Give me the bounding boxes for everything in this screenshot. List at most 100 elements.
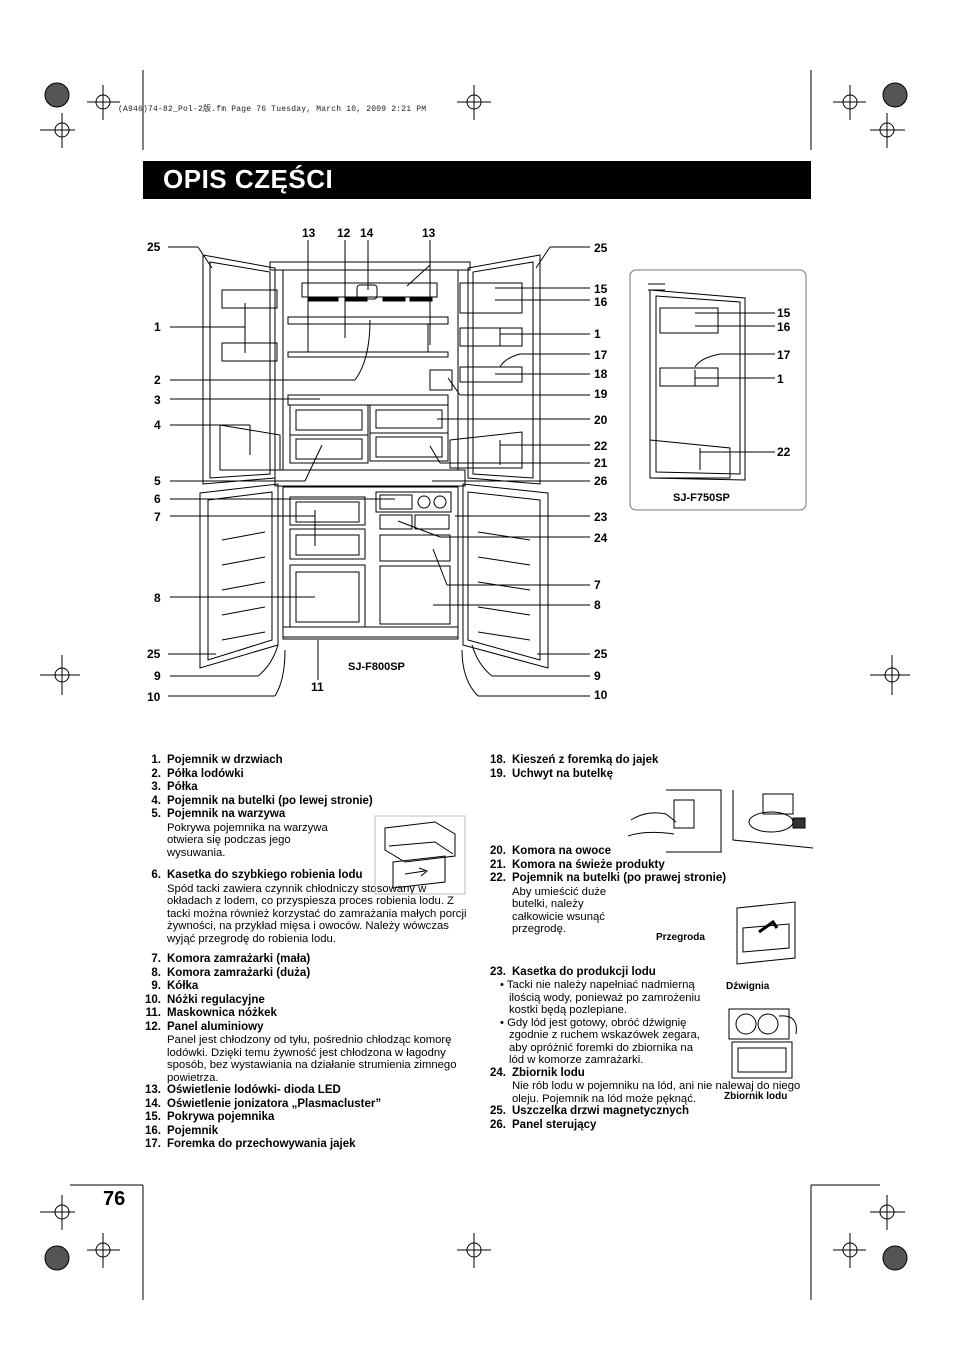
part-entry: 15.Pokrywa pojemnika bbox=[135, 1111, 470, 1125]
part-number: 12. bbox=[145, 1020, 161, 1033]
part-number: 14. bbox=[145, 1097, 161, 1110]
part-label: Foremka do przechowywania jajek bbox=[167, 1138, 356, 1150]
part-number: 13. bbox=[145, 1084, 161, 1096]
callout-11: 11 bbox=[311, 680, 324, 694]
part-number: 4. bbox=[151, 794, 161, 807]
part-number: 26. bbox=[490, 1118, 506, 1131]
part-number: 20. bbox=[490, 845, 506, 857]
part-entry: 22.Pojemnik na butelki (po prawej stroni… bbox=[480, 872, 825, 936]
callout-8b: 8 bbox=[594, 598, 601, 612]
callout-25: 25 bbox=[147, 240, 161, 254]
part-description: Pokrywa pojemnika na warzywa otwiera się… bbox=[167, 821, 328, 859]
part-label: Uchwyt na butelkę bbox=[512, 767, 613, 780]
part-number: 18. bbox=[490, 754, 506, 766]
part-entry: 16. Pojemnik bbox=[135, 1125, 470, 1139]
part-entry: 19.Uchwyt na butelkę bbox=[480, 768, 825, 782]
part-label: Kasetka do produkcji lodu bbox=[512, 965, 656, 978]
callout-12: 12 bbox=[337, 226, 351, 240]
callout-1b: 1 bbox=[594, 327, 601, 341]
part-number: 21. bbox=[490, 858, 506, 871]
part-entry: 1.Pojemnik w drzwiach bbox=[135, 754, 470, 768]
part-label: Komora na owoce bbox=[512, 845, 612, 857]
callout-19: 19 bbox=[594, 387, 608, 401]
przegroda-label: Przegroda bbox=[656, 932, 705, 943]
part-entry: 8.Komora zamrażarki (duża) bbox=[135, 967, 470, 981]
part-entry: 14. Oświetlenie jonizatora „Plasmacluster… bbox=[135, 1098, 470, 1112]
part-description: Spód tacki zawiera czynnik chłodniczy st… bbox=[167, 882, 467, 945]
part-label: Półka bbox=[167, 781, 198, 793]
part-entry: 18.Kieszeń z foremką do jajek bbox=[480, 754, 825, 768]
vegetable-drawer-illustration bbox=[374, 815, 466, 895]
part-entry: 20. Komora na owoce bbox=[480, 845, 825, 859]
part-entry: 25.Uszczelka drzwi magnetycznych bbox=[480, 1105, 825, 1119]
callout-13: 13 bbox=[302, 226, 316, 240]
part-entry: 3.Półka bbox=[135, 781, 470, 795]
part-bullet: • Gdy lód jest gotowy, obróć dźwignię zg… bbox=[500, 1016, 700, 1067]
side-callout-22: 22 bbox=[777, 445, 791, 459]
part-label: Panel aluminiowy bbox=[167, 1020, 264, 1033]
part-entry: 17. Foremka do przechowywania jajek bbox=[135, 1138, 470, 1152]
callout-15: 15 bbox=[594, 282, 608, 296]
side-callout-1: 1 bbox=[777, 372, 784, 386]
callout-24: 24 bbox=[594, 531, 608, 545]
page-title: OPIS CZĘŚCI bbox=[163, 164, 334, 194]
part-label: Pojemnik na butelki (po prawej stronie) bbox=[512, 872, 727, 884]
callout-9: 9 bbox=[154, 669, 161, 683]
icemaker-illustration bbox=[728, 1008, 797, 1079]
title-bar: OPIS CZĘŚCI bbox=[143, 161, 811, 199]
part-label: Kółka bbox=[167, 980, 199, 992]
part-number: 7. bbox=[151, 953, 161, 965]
part-number: 16. bbox=[145, 1124, 161, 1137]
part-description: Panel jest chłodzony od tyłu, pośrednio … bbox=[167, 1034, 457, 1084]
dzwignia-label: Dźwignia bbox=[726, 981, 770, 992]
callout-3: 3 bbox=[154, 393, 161, 407]
part-number: 17. bbox=[145, 1138, 161, 1150]
part-label: Maskownica nóżkek bbox=[167, 1007, 277, 1019]
callout-16: 16 bbox=[594, 295, 608, 309]
main-model-label: SJ-F800SP bbox=[348, 661, 405, 673]
part-number: 5. bbox=[151, 808, 161, 820]
file-header: (A946)74-82_Pol-2版.fm Page 76 Tuesday, M… bbox=[118, 105, 427, 114]
part-label: Pokrywa pojemnika bbox=[167, 1111, 275, 1123]
side-callout-16: 16 bbox=[777, 320, 791, 334]
part-label: Oświetlenie jonizatora „Plasmacluster” bbox=[167, 1097, 382, 1110]
part-label: Nóżki regulacyjne bbox=[167, 993, 265, 1006]
callout-25d: 25 bbox=[594, 647, 608, 661]
part-number: 24. bbox=[490, 1066, 506, 1079]
callout-10: 10 bbox=[147, 690, 161, 704]
callout-25b: 25 bbox=[147, 647, 161, 661]
part-entry: 10.Nóżki regulacyjne bbox=[135, 994, 470, 1008]
part-entry: 21.Komora na świeże produkty bbox=[480, 859, 825, 873]
part-entry: 13. Oświetlenie lodówki- dioda LED bbox=[135, 1084, 470, 1098]
part-label: Pojemnik bbox=[167, 1124, 219, 1137]
side-callout-15: 15 bbox=[777, 306, 791, 320]
callout-26: 26 bbox=[594, 474, 608, 488]
callout-4: 4 bbox=[154, 418, 161, 432]
part-number: 9. bbox=[151, 980, 161, 992]
part-description: Aby umieścić duże butelki, należy całkow… bbox=[512, 885, 607, 936]
part-entry: 26. Panel sterujący bbox=[480, 1119, 825, 1133]
partition-illustration bbox=[736, 901, 796, 965]
part-label: Oświetlenie lodówki- dioda LED bbox=[167, 1084, 341, 1096]
callout-5: 5 bbox=[154, 474, 161, 488]
callout-21: 21 bbox=[594, 456, 608, 470]
part-label: Półka lodówki bbox=[167, 767, 244, 780]
callout-2: 2 bbox=[154, 373, 161, 387]
side-callout-17: 17 bbox=[777, 348, 791, 362]
part-label: Zbiornik lodu bbox=[512, 1066, 585, 1079]
egg-pocket-illustration bbox=[627, 789, 722, 853]
part-entry: 23.Kasetka do produkcji lodu• Tacki nie … bbox=[480, 966, 825, 1067]
page-number: 76 bbox=[103, 1188, 126, 1210]
part-number: 1. bbox=[151, 754, 161, 766]
part-label: Panel sterujący bbox=[512, 1118, 597, 1131]
zbiornik-label: Zbiornik lodu bbox=[724, 1091, 788, 1102]
part-entry: 11. Maskownica nóżkek bbox=[135, 1007, 470, 1021]
callout-20: 20 bbox=[594, 413, 608, 427]
part-number: 8. bbox=[151, 966, 161, 979]
part-number: 11. bbox=[145, 1007, 161, 1019]
callout-18: 18 bbox=[594, 367, 608, 381]
part-number: 25. bbox=[490, 1105, 506, 1117]
